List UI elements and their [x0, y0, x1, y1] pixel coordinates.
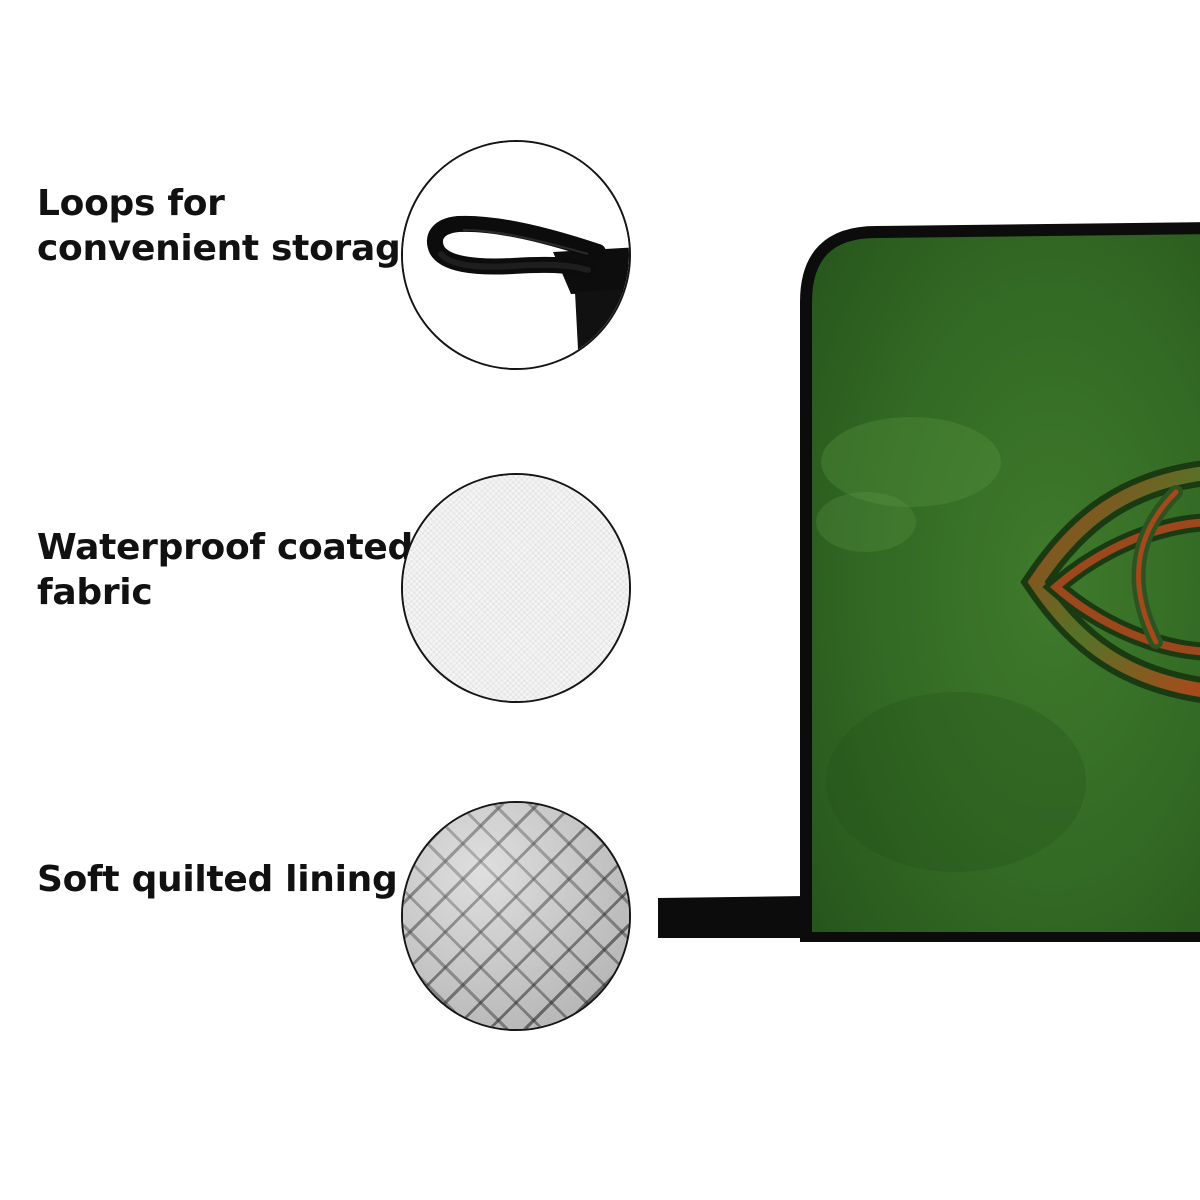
woven-fabric-icon	[401, 473, 631, 703]
pot-holder-product-image	[658, 222, 1200, 942]
feature-label-line: Soft quilted lining	[37, 859, 398, 900]
feature-label-line: Loops for	[37, 183, 225, 224]
hanging-loop-icon	[401, 140, 631, 370]
quilted-lining-texture	[403, 803, 629, 1029]
quilted-lining-icon	[401, 801, 631, 1031]
feature-label-quilted-lining: Soft quilted lining	[37, 857, 398, 902]
feature-label-line: convenient storage	[37, 228, 425, 269]
feature-label-waterproof: Waterproof coated fabric	[37, 525, 413, 615]
feature-label-line: Waterproof coated	[37, 527, 413, 568]
celtic-knot-icon	[1020, 460, 1200, 703]
feature-label-storage-loops: Loops for convenient storage	[37, 181, 425, 271]
feature-label-line: fabric	[37, 572, 153, 613]
woven-fabric-texture	[403, 475, 629, 701]
pot-holder-body	[800, 222, 1200, 942]
hanging-loop-illustration	[403, 142, 629, 368]
binding-tab	[658, 896, 806, 938]
